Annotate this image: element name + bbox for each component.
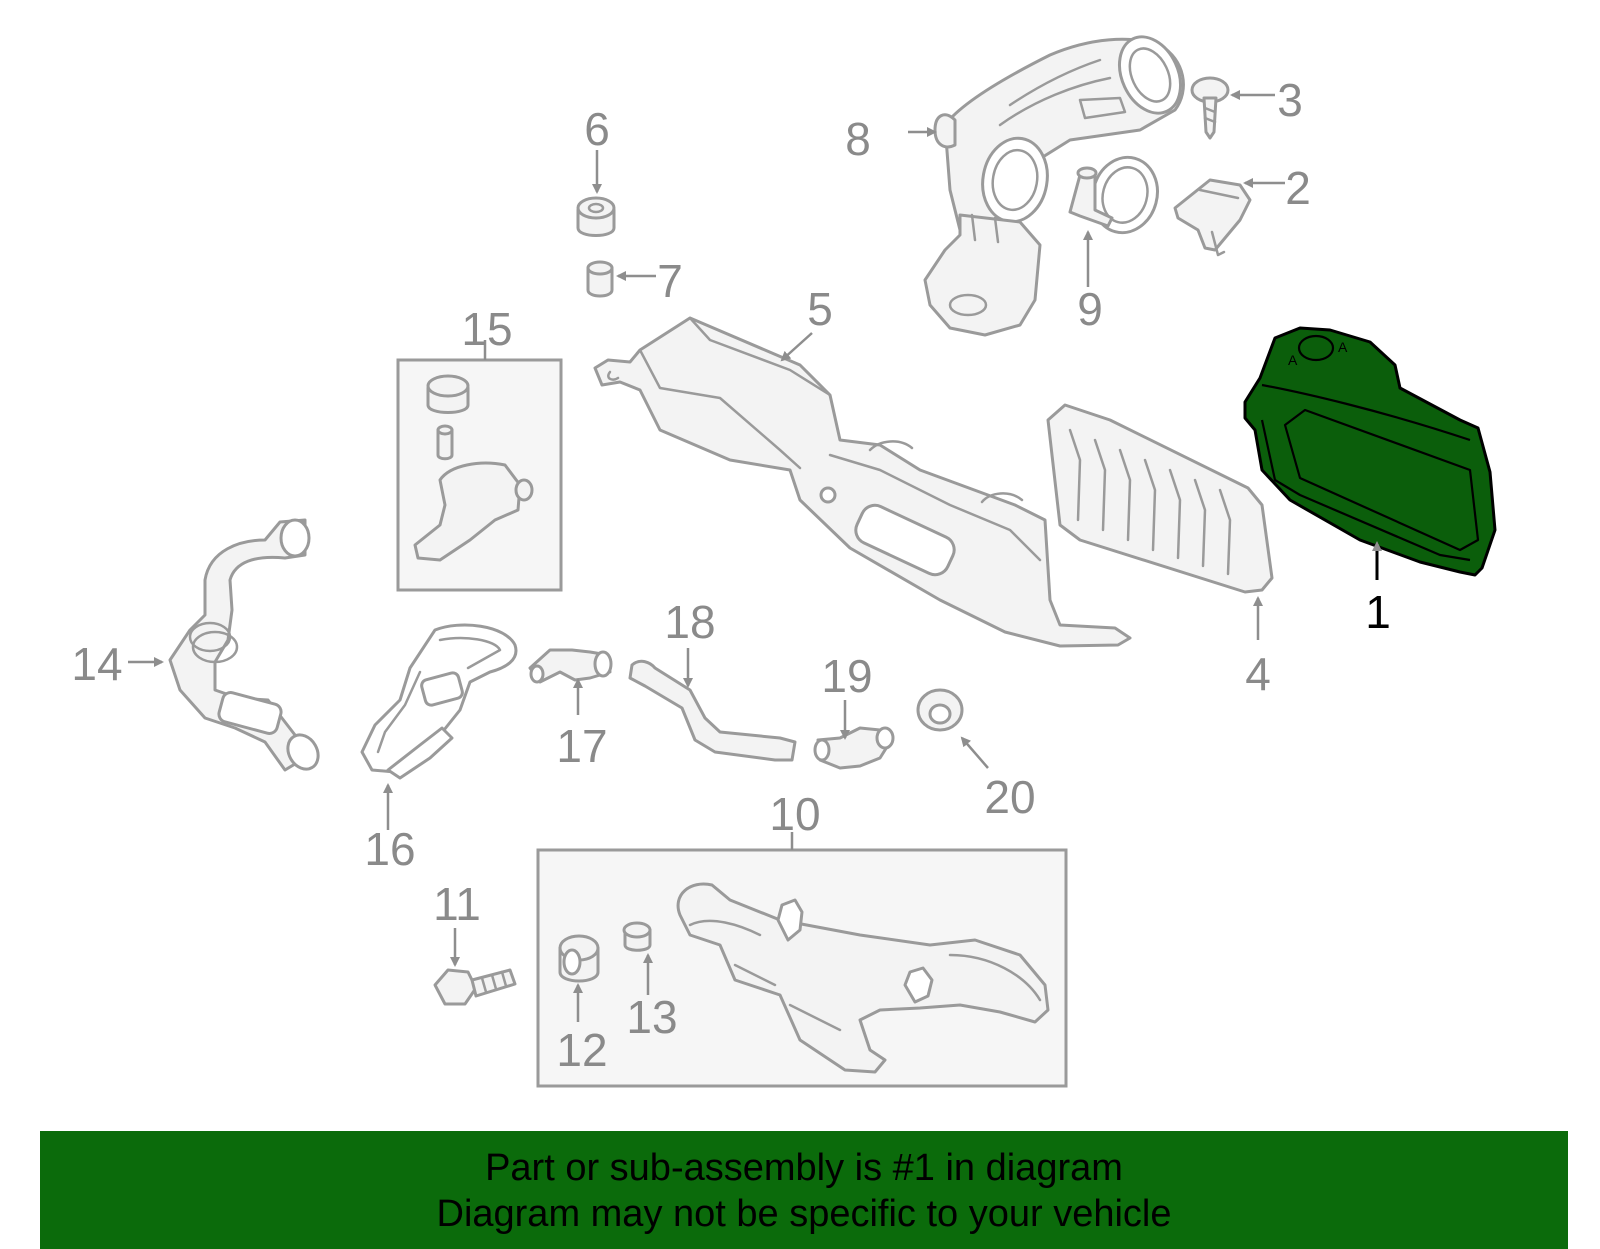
callout-15: 15 (461, 303, 512, 355)
callout-18: 18 (664, 596, 715, 648)
part-20-seal[interactable] (916, 688, 964, 732)
callout-14: 14 (71, 638, 122, 690)
part-1-mark-left: A (1288, 352, 1298, 368)
info-banner: Part or sub-assembly is #1 in diagram Di… (40, 1131, 1568, 1249)
banner-line-1: Part or sub-assembly is #1 in diagram (485, 1147, 1123, 1189)
part-18-small-hose[interactable] (628, 659, 797, 762)
callout-13: 13 (626, 991, 677, 1043)
part-15-mount-assembly[interactable] (413, 374, 534, 562)
part-19-connector[interactable] (813, 726, 895, 770)
callout-12: 12 (556, 1024, 607, 1076)
part-7-collar[interactable] (586, 260, 614, 298)
callout-3: 3 (1277, 74, 1303, 126)
part-6-grommet[interactable] (576, 196, 616, 237)
callout-11: 11 (433, 878, 481, 930)
callout-9: 9 (1077, 283, 1103, 335)
callout-17: 17 (556, 720, 607, 772)
part-1-air-cleaner-upper[interactable]: A A (1243, 326, 1497, 577)
callout-16: 16 (364, 823, 415, 875)
part-13-collar[interactable] (622, 921, 652, 952)
callout-5: 5 (807, 283, 833, 335)
part-4-air-filter[interactable] (1046, 403, 1274, 594)
banner-line-2: Diagram may not be specific to your vehi… (436, 1193, 1172, 1235)
part-11-bolt[interactable] (433, 968, 517, 1006)
part-1-mark-right: A (1338, 339, 1348, 355)
callout-2: 2 (1285, 162, 1311, 214)
part-3-screw[interactable] (1190, 76, 1230, 140)
callout-1: 1 (1365, 586, 1391, 638)
callout-19: 19 (821, 650, 872, 702)
callout-8: 8 (845, 113, 871, 165)
part-2-airflow-sensor[interactable] (1173, 178, 1252, 257)
part-12-grommet[interactable] (558, 934, 600, 983)
callout-7: 7 (657, 255, 683, 307)
callout-10: 10 (769, 788, 820, 840)
part-17-elbow-fitting[interactable] (528, 648, 613, 684)
part-16-loop-hose[interactable] (360, 623, 518, 780)
part-10-air-duct[interactable] (676, 882, 1050, 1074)
part-8-intake-duct[interactable] (923, 27, 1192, 337)
part-5-air-cleaner-lower[interactable] (593, 316, 1132, 648)
part-9-hose-clamp[interactable] (1068, 150, 1166, 240)
part-14-hose[interactable] (168, 518, 324, 775)
callout-20: 20 (984, 771, 1035, 823)
callout-4: 4 (1245, 648, 1271, 700)
callout-6: 6 (584, 103, 610, 155)
